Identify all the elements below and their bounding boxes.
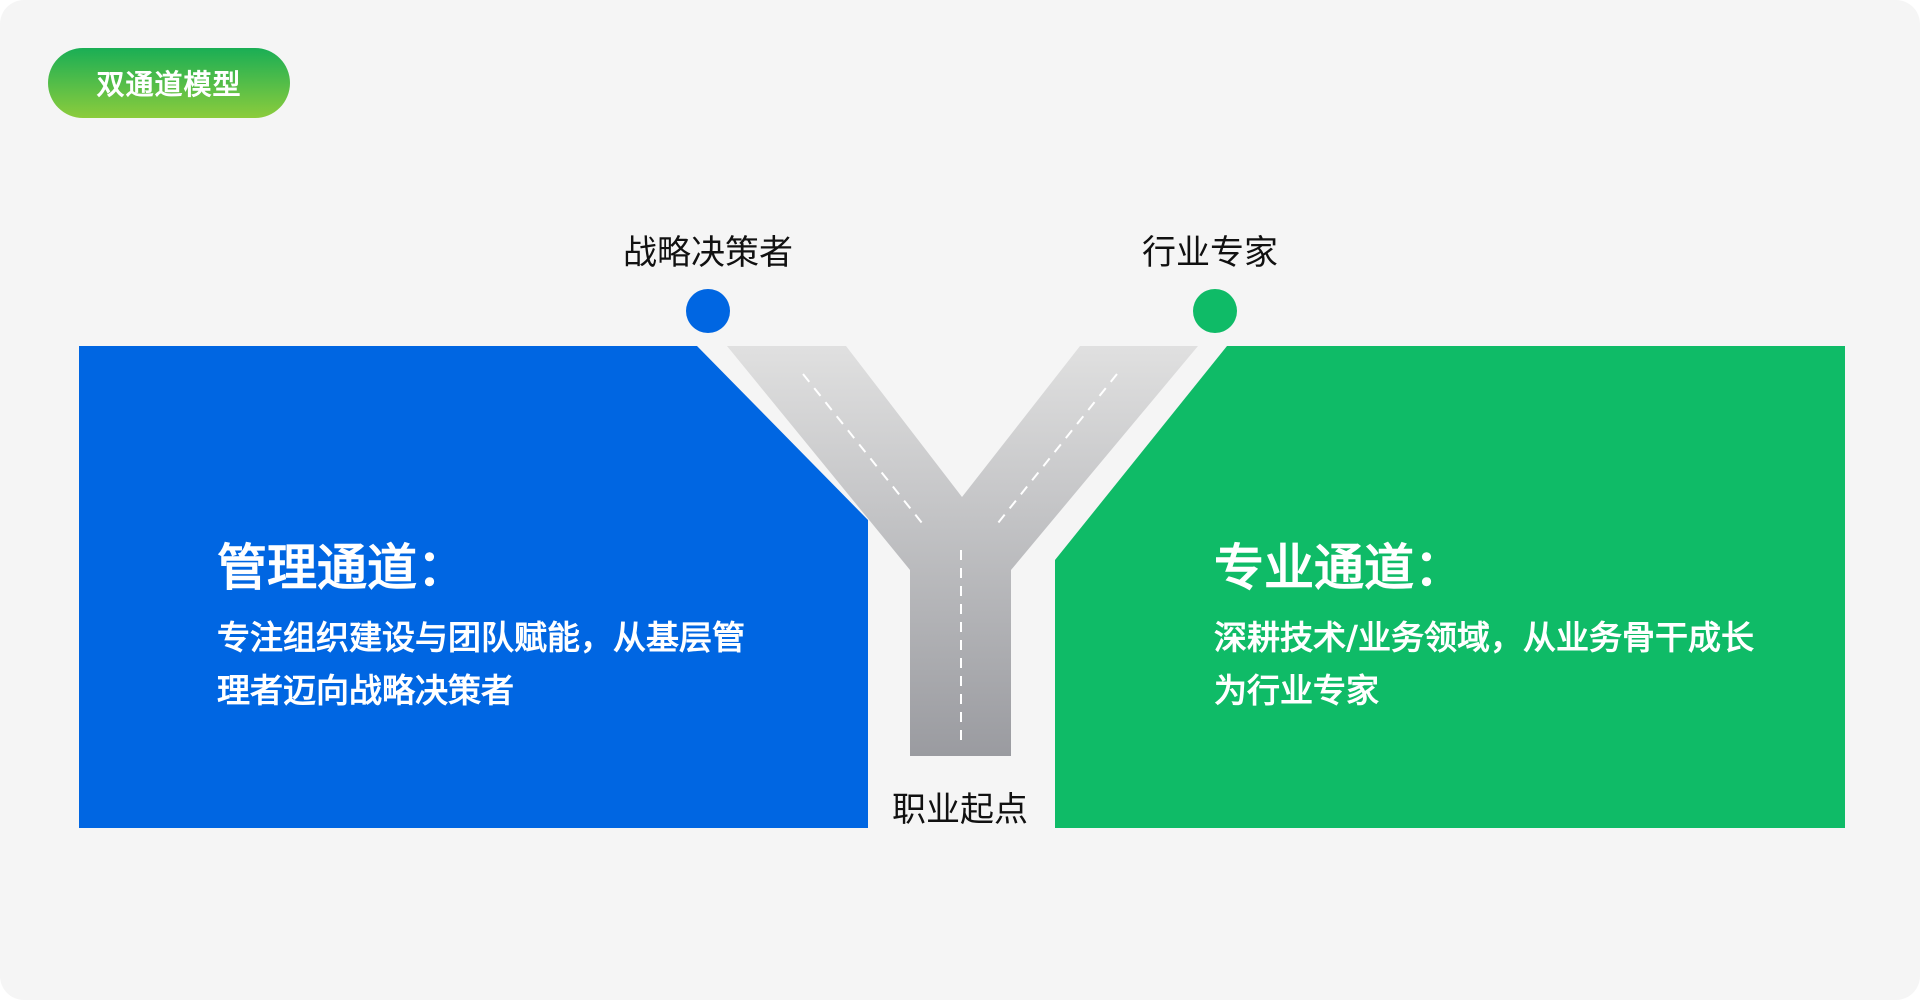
management-channel-description: 专注组织建设与团队赋能，从基层管理者迈向战略决策者 xyxy=(217,618,745,710)
y-road-surface xyxy=(727,346,1198,756)
road-lane-marking-right xyxy=(997,373,1118,524)
destination-label-management: 战略决策者 xyxy=(623,233,793,273)
management-channel-title: 管理通道： xyxy=(217,539,467,597)
management-endpoint-dot xyxy=(686,289,730,333)
professional-channel-description: 深耕技术/业务领域，从业务骨干成长为行业专家 xyxy=(1214,618,1755,710)
destination-label-professional: 行业专家 xyxy=(1142,233,1278,273)
professional-endpoint-dot xyxy=(1193,289,1237,333)
title-badge: 双通道模型 xyxy=(48,48,290,118)
management-channel-panel: 管理通道： 专注组织建设与团队赋能，从基层管理者迈向战略决策者 xyxy=(79,346,868,828)
professional-channel-panel: 专业通道： 深耕技术/业务领域，从业务骨干成长为行业专家 xyxy=(1055,346,1845,828)
origin-label: 职业起点 xyxy=(892,790,1028,830)
road-lane-marking-left xyxy=(802,373,923,524)
professional-channel-title: 专业通道： xyxy=(1214,539,1464,597)
